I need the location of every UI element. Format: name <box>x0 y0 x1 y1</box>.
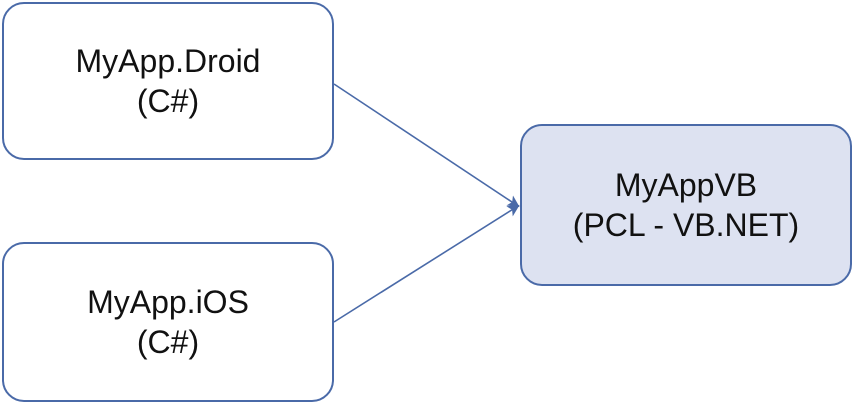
node-title: MyAppVB <box>614 167 758 203</box>
node-language: (C#) <box>136 324 200 360</box>
node-myapp-ios: MyApp.iOS (C#) <box>2 242 334 402</box>
node-title: MyApp.iOS <box>87 284 249 320</box>
edge-ios-to-vb <box>333 204 520 323</box>
node-title: MyApp.Droid <box>75 43 261 79</box>
edge-droid-to-vb <box>333 83 520 208</box>
node-myappvb: MyAppVB (PCL - VB.NET) <box>520 124 852 286</box>
node-language: (PCL - VB.NET) <box>572 207 800 243</box>
node-language: (C#) <box>136 83 200 119</box>
node-myapp-droid: MyApp.Droid (C#) <box>2 2 334 160</box>
